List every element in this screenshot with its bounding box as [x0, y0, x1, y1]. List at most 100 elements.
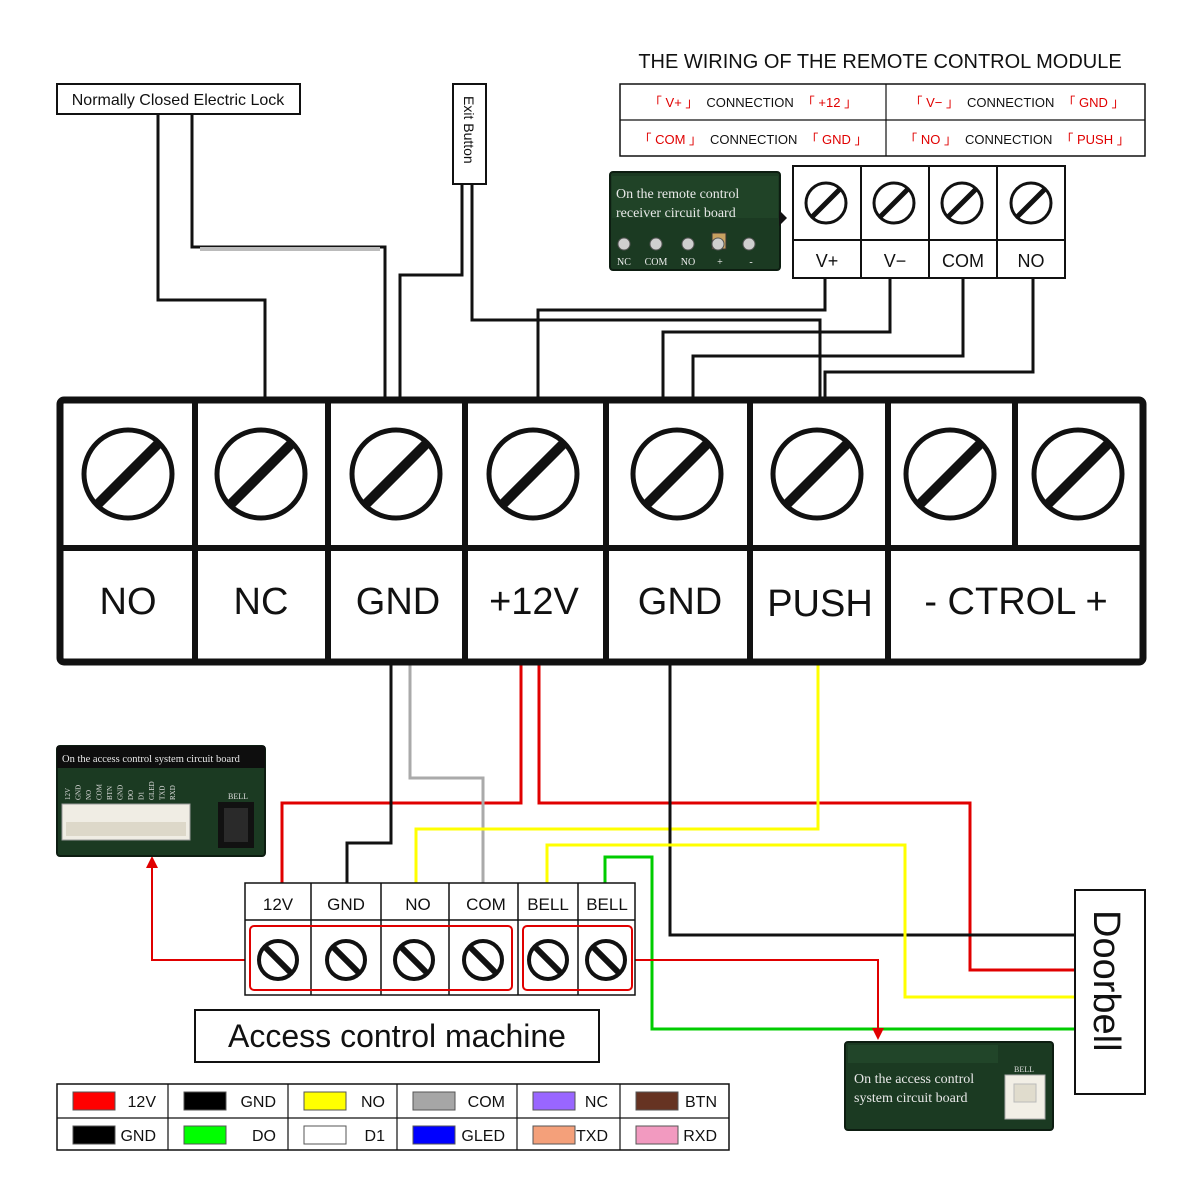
legend-label: RXD [683, 1128, 717, 1145]
svg-text:Access control machine: Access control machine [228, 1018, 566, 1054]
svg-text:On the access control system c: On the access control system circuit boa… [62, 754, 241, 765]
machine-terminal-label: NO [405, 895, 431, 914]
highlight-power-group [249, 925, 513, 991]
receiver-pin-label: - [749, 257, 752, 268]
svg-text:BELL: BELL [1014, 1065, 1034, 1074]
access-pin-label: D1 [138, 791, 146, 800]
access-pin-label: GND [117, 785, 125, 800]
doorbell-box: Doorbell [1074, 889, 1146, 1095]
remote-module-header: THE WIRING OF THE REMOTE CONTROL MODULE … [619, 51, 1146, 157]
wire-no-to-push [823, 278, 1035, 402]
legend-swatch [303, 1091, 347, 1111]
receiver-pointer-arrow [779, 210, 787, 226]
legend-label: GLED [461, 1128, 505, 1145]
legend-swatch [183, 1125, 227, 1145]
access-pin-label: RXD [169, 785, 177, 800]
access-pin-label: BTN [106, 786, 114, 800]
lock-label: Normally Closed Electric Lock [56, 83, 301, 115]
annotation-line-right [633, 959, 879, 1030]
remote-terminal-label: V− [884, 251, 907, 271]
main-terminal-label: - CTROL + [924, 581, 1107, 623]
receiver-pin-label: NO [681, 257, 695, 268]
receiver-pin-label: NC [617, 257, 631, 268]
remote-module-title: THE WIRING OF THE REMOTE CONTROL MODULE [638, 51, 1121, 73]
wire-yellow-bell-doorbell [545, 843, 1075, 999]
legend-label: NO [361, 1094, 385, 1111]
svg-text:BELL: BELL [228, 792, 248, 801]
legend-swatch [412, 1125, 456, 1145]
main-terminal-label: PUSH [767, 583, 873, 625]
wire-gray-com [408, 662, 485, 888]
wire-vplus-to-12v [536, 278, 827, 402]
wire-exit-to-gnd [398, 183, 464, 402]
wire-black-gnd-machine [345, 662, 393, 888]
legend-label: BTN [685, 1094, 717, 1111]
wire-vminus-to-gnd [661, 278, 892, 402]
receiver-caption-line2: receiver circuit board [616, 206, 736, 221]
main-terminal-block: NO NC GND +12V GND PUSH - CTROL + [56, 396, 1147, 666]
legend-swatch [412, 1091, 456, 1111]
svg-text:Doorbell: Doorbell [1085, 910, 1127, 1052]
annotation-arrow-left [146, 856, 158, 868]
machine-terminal-label: BELL [586, 895, 628, 914]
remote-terminal-label: V+ [816, 251, 839, 271]
receiver-board-photo: On the remote control receiver circuit b… [609, 171, 781, 271]
legend-swatch [183, 1091, 227, 1111]
legend-label: NC [585, 1094, 608, 1111]
conn-row2-left: 「 COM 」CONNECTION「 GND 」 [638, 132, 867, 147]
wire-red-12v-machine [280, 662, 523, 888]
wire-yellow-push [414, 662, 820, 888]
remote-terminal-label: NO [1018, 251, 1045, 271]
access-pin-label: NO [85, 790, 93, 800]
highlight-bell-group [522, 925, 633, 991]
legend-swatch [532, 1125, 576, 1145]
access-pin-label: GND [75, 785, 83, 800]
legend-label: 12V [128, 1094, 157, 1111]
exit-button-label: Exit Button [452, 83, 487, 185]
main-terminal-label: NC [234, 581, 289, 623]
main-terminal-label: NO [100, 581, 157, 623]
machine-terminal-label: 12V [263, 895, 294, 914]
machine-label: Access control machine [194, 1009, 600, 1063]
access-pin-label: TXD [159, 786, 167, 800]
legend-swatch [532, 1091, 576, 1111]
access-pin-label: DO [127, 790, 135, 800]
access-board-photo-bottom: On the access control system circuit boa… [844, 1041, 1054, 1131]
legend-label: DO [252, 1128, 276, 1145]
access-pin-label: GLED [148, 781, 156, 800]
svg-text:Normally Closed Electric Lock: Normally Closed Electric Lock [72, 92, 286, 109]
wire-lock-to-gnd [190, 113, 387, 402]
svg-text:On the access control: On the access control [854, 1072, 974, 1087]
machine-terminal-label: BELL [527, 895, 569, 914]
svg-text:Exit Button: Exit Button [461, 96, 477, 164]
legend-swatch [72, 1091, 116, 1111]
conn-row1-left: 「 V+ 」CONNECTION「 +12 」 [649, 95, 857, 110]
legend-swatch [635, 1091, 679, 1111]
wire-lock-to-nc [156, 113, 267, 402]
annotation-line-left [151, 866, 248, 961]
legend-label: GND [120, 1128, 156, 1145]
main-terminal-label: +12V [489, 581, 579, 623]
machine-terminal-label: GND [327, 895, 365, 914]
wires [146, 113, 1075, 1040]
main-terminal-label: GND [638, 581, 722, 623]
legend-label: GND [240, 1094, 276, 1111]
access-pin-label: COM [96, 783, 104, 800]
machine-terminal-block: 12V GND NO COM BELL BELL [244, 882, 636, 996]
wire-exit-to-push [470, 183, 822, 402]
legend-swatch [303, 1125, 347, 1145]
receiver-pin-label: + [717, 257, 723, 268]
receiver-pin-label: COM [645, 257, 668, 268]
access-pin-label: 12V [64, 788, 72, 800]
wire-green-bell-doorbell [603, 855, 1075, 1031]
annotation-arrow-right [872, 1028, 884, 1040]
conn-row2-right: 「 NO 」CONNECTION「 PUSH 」 [904, 132, 1129, 147]
wire-com-to-gnd [691, 278, 965, 402]
svg-text:system circuit board: system circuit board [854, 1091, 968, 1106]
main-terminal-label: GND [356, 581, 440, 623]
conn-row1-right: 「 V− 」CONNECTION「 GND 」 [909, 95, 1124, 110]
remote-terminal-block: V+ V− COM NO [792, 165, 1066, 279]
remote-terminal-label: COM [942, 251, 984, 271]
